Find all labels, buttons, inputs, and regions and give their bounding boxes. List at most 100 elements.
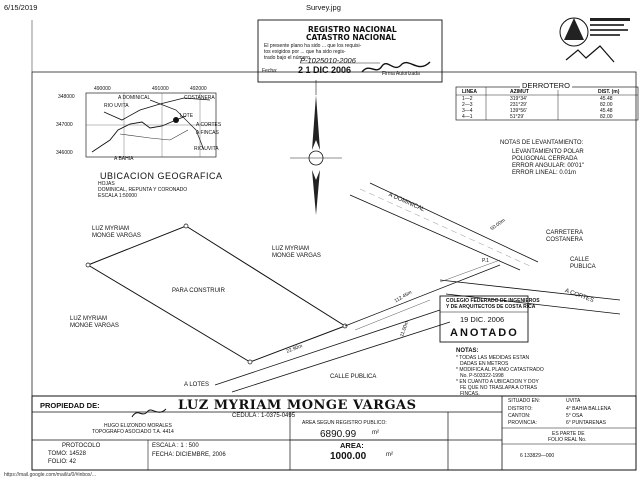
registro-line3: trado bajo el número ... [264, 55, 316, 61]
owner-label-bottom-1: LUZ MYRIAM [70, 316, 108, 322]
levantamiento-line-4: ERROR LINEAL: 0.01m [512, 170, 577, 176]
map-label-bahia: A BAHIA [114, 156, 134, 162]
derrotero-cell: 1—2 [462, 96, 473, 102]
derrotero-cell: 4—1 [462, 114, 473, 120]
folio-real-label-2: FOLIO REAL No. [548, 437, 587, 443]
road-label-lotes: A LOTES [184, 382, 210, 388]
colegio-date: 19 DIC. 2006 [460, 315, 505, 324]
file-name: Survey.jpg [306, 3, 341, 12]
ubicacion-title: UBICACION GEOGRAFICA [100, 171, 223, 181]
canton-label: CANTON: [508, 413, 531, 419]
map-x-tick-3: 492000 [190, 86, 207, 92]
owner-cedula: CEDULA : 1-0375-0495 [232, 413, 296, 419]
derrotero-cell: 139°56' [510, 108, 527, 114]
map-y-tick-3: 346000 [56, 150, 73, 156]
map-label-rio-uvita-2: RIO UVITA [194, 146, 219, 152]
area-registro-label: AREA SEGUN REGISTRO PUBLICO: [302, 420, 387, 426]
map-x-tick-1: 490000 [94, 86, 111, 92]
notas-line-6: FE QUE NO TRASLAPA A OTRAS [460, 385, 538, 391]
derrotero-cell: 45.48 [600, 96, 613, 102]
derrotero-header-linea: LINEA [462, 89, 477, 95]
derrotero-cell: 319°34' [510, 96, 527, 102]
road-label-publica-right: PUBLICA [570, 264, 596, 270]
derrotero-cell: 45.48 [600, 108, 613, 114]
map-y-tick-1: 348000 [58, 94, 75, 100]
folio-real-value: 6 133829—000 [520, 453, 555, 459]
propiedad-label: PROPIEDAD DE: [40, 401, 100, 410]
owner-label-top-2: MONGE VARGAS [92, 233, 141, 239]
notas-line-1: * TODAS LAS MEDIDAS ESTAN [456, 355, 530, 361]
owner-label-right-2: MONGE VARGAS [272, 253, 321, 259]
derrotero-title: DERROTERO [520, 81, 572, 90]
scale-value: ESCALA : 1 : 500 [152, 443, 199, 449]
folio-real-label-1: ES PARTE DE [552, 431, 585, 437]
area-unit: m² [386, 452, 393, 458]
notas-line-7: FINCAS. [460, 391, 480, 397]
map-label-costanera: COSTANERA [184, 95, 215, 101]
colegio-line-2: Y DE ARQUITECTOS DE COSTA RICA [446, 304, 536, 310]
notas-line-4: No. P-503322-1998 [460, 373, 504, 379]
notas-line-5: * EN CUANTO A UBICACION Y DOY [456, 379, 539, 385]
protocolo-label: PROTOCOLO [62, 443, 101, 449]
notas-title: NOTAS: [456, 348, 479, 354]
distrito-label: DISTRITO: [508, 406, 533, 412]
point-label-p1: P.1 [482, 258, 489, 264]
anotado-stamp: ANOTADO [450, 327, 519, 339]
derrotero-header-azimut: AZIMUT [510, 89, 529, 95]
map-label-fincas: A FINCAS [196, 130, 219, 136]
derrotero-cell: 82.00 [600, 102, 613, 108]
road-label-calle-right: CALLE [570, 257, 590, 263]
signature-scribble [361, 61, 431, 73]
area-registro-value: 6890.99 [320, 429, 357, 440]
provincia-value: 6° PUNTARENAS [566, 420, 606, 426]
owner-name: LUZ MYRIAM MONGE VARGAS [178, 398, 417, 413]
catastro-title: CATASTRO NACIONAL [306, 33, 396, 42]
ubicacion-hojas: HOJAS [98, 181, 115, 187]
lot-purpose-label: PARA CONSTRUIR [172, 288, 225, 294]
footer-url: https://mail.google.com/mail/u/0/#inbox/… [4, 472, 96, 478]
derrotero-header-dist: DIST. (m) [598, 89, 620, 95]
map-x-tick-2: 491000 [152, 86, 169, 92]
registro-line2: tos exigidos por ... que ha sido regis- [264, 49, 346, 55]
map-label-dominical: A DOMINICAL [118, 95, 151, 101]
area-registro-unit: m² [372, 430, 379, 436]
road-label-calle-bottom: CALLE PUBLICA [330, 374, 377, 380]
canton-value: 5° OSA [566, 413, 583, 419]
derrotero-cell: 82.00 [600, 114, 613, 120]
derrotero-cell: 51°29' [510, 114, 525, 120]
area-label: AREA: [340, 441, 364, 450]
derrotero-cell: 231°29' [510, 102, 527, 108]
derrotero-cell: 2—3 [462, 102, 473, 108]
registro-title: REGISTRO NACIONAL [308, 25, 397, 34]
map-label-rio-uvita: RIO UVITA [104, 103, 129, 109]
ubicacion-escala: ESCALA 1:50000 [98, 193, 137, 199]
road-label-carretera: CARRETERA [546, 230, 584, 236]
ubicacion-hojas-names: DOMINICAL, REPUNTA Y CORONADO [98, 187, 188, 193]
owner-label-right-1: LUZ MYRIAM [272, 246, 310, 252]
surveyor-signature [131, 408, 167, 418]
registro-date-stamp: 2 1 DIC 2006 [298, 65, 352, 75]
fecha-label: Fecha: [262, 68, 278, 74]
notas-line-2: DADAS EN METROS [460, 361, 509, 367]
levantamiento-line-3: ERROR ANGULAR: 00'01" [512, 163, 584, 169]
levantamiento-line-1: LEVANTAMIENTO POLAR [512, 149, 584, 155]
print-date: 6/15/2019 [4, 3, 38, 12]
plan-number: P-1025010-2006 [300, 56, 356, 65]
surveyor-title: TOPOGRAFO ASOCIADO T.A. 4414 [92, 429, 174, 435]
colegio-line-1: COLEGIO FEDERADO DE INGENIEROS [446, 298, 540, 304]
levantamiento-line-2: POLIGONAL CERRADA [512, 156, 578, 162]
date-value: FECHA: DICIEMBRE, 2006 [152, 452, 226, 458]
notas-line-3: * MODIFICA AL PLANO CATASTRADO [456, 367, 544, 373]
distrito-value: 4° BAHIA BALLENA [566, 406, 611, 412]
protocolo-tomo: TOMO: 14528 [48, 451, 86, 457]
road-label-costanera: COSTANERA [546, 237, 583, 243]
situado-value: UVITA [566, 398, 581, 404]
surveyor-name: HUGO ELIZONDO MORALES [104, 423, 172, 429]
owner-label-bottom-2: MONGE VARGAS [70, 323, 119, 329]
provincia-label: PROVINCIA: [508, 420, 537, 426]
situado-label: SITUADO EN: [508, 398, 540, 404]
levantamiento-title: NOTAS DE LEVANTAMIENTO: [500, 140, 584, 146]
map-label-lote: LOTE [180, 113, 194, 119]
derrotero-cell: 3—4 [462, 108, 473, 114]
